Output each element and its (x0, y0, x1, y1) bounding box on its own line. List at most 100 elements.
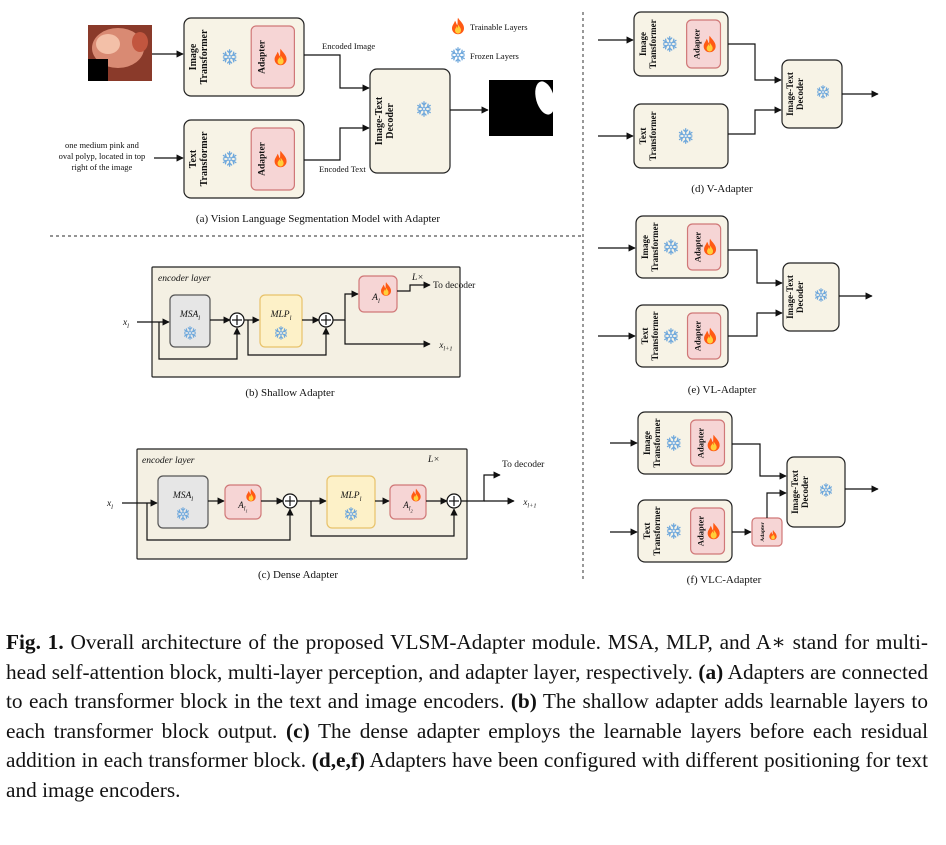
panel-c-adapter-2-label: Al2 (402, 500, 413, 514)
caption-text-4: The dense adapter employs the learnable … (6, 718, 929, 773)
prompt-text-line: one medium pink and (65, 140, 140, 150)
panel-c-to-decoder-label: To decoder (502, 460, 545, 470)
panel-f-decoder-label-line: Image-Text (790, 470, 800, 514)
panel-f-image-transformer-adapter-label-line: Adapter (696, 428, 706, 459)
panel-e-caption: (e) VL-Adapter (688, 384, 757, 396)
panel-a-image-transformer-adapter (250, 25, 295, 89)
panel-f-encoded-text (766, 489, 787, 518)
panel-f-text-transformer-adapter-label: Adapter (696, 516, 706, 547)
panel-a-image-transformer-label-line: Transformer (199, 29, 210, 84)
caption-label-def: (d,e,f) (311, 748, 366, 772)
panel-d-image-transformer-label-line: Image (638, 32, 648, 56)
panel-e-decoder (782, 262, 840, 332)
panel-d-text-transformer-label-line: Text (638, 128, 648, 145)
panel-c-mlp-label: MLPl (340, 491, 362, 503)
prompt-text-line: right of the image (72, 162, 133, 172)
panel-c-adapter-1-label: Al1 (237, 500, 248, 514)
panel-e-text-transformer-label-line: Text (640, 328, 650, 345)
panel-a-text-transformer-label-line: Transformer (199, 131, 210, 186)
panel-b-caption: (b) Shallow Adapter (245, 387, 335, 399)
panel-f-text-transformer-adapter-label-line: Adapter (696, 516, 706, 547)
panel-e-image-transformer-adapter-label-line: Adapter (693, 232, 703, 263)
panel-d-image-transformer-adapter-label-line: Adapter (692, 29, 702, 60)
panel-e-decoder-label-line: Image-Text (785, 275, 795, 319)
panel-e-image-transformer-label-line: Image (640, 235, 650, 259)
panel-e-decoder-label-line: Decoder (795, 281, 805, 313)
panel-b-input-label: xl (122, 318, 129, 330)
panel-b-mlp-label: MLPl (270, 310, 292, 322)
panel-b-residual-1 (158, 322, 241, 360)
panel-e-text-transformer-label-line: Transformer (650, 311, 660, 360)
panel-b-to-decoder-arrow (397, 281, 431, 292)
panel-c-input-label: xl (106, 499, 113, 511)
panel-e-text-transformer-adapter-label: Adapter (693, 321, 703, 352)
polyp-image-mask-corner (88, 59, 108, 81)
panel-a-caption: (a) Vision Language Segmentation Model w… (196, 213, 440, 225)
panel-e-image-transformer-label-line: Transformer (650, 222, 660, 271)
panel-f-text-transformer-adapter (690, 507, 726, 555)
caption-label-a: (a) (698, 659, 724, 684)
panel-d-text-transformer-label-line: Transformer (648, 111, 658, 160)
panel-d-encoded-image (728, 43, 782, 84)
caption-text-1: Overall architecture of the proposed VLS… (6, 630, 928, 684)
polyp-image-highlight (96, 34, 120, 54)
panel-f-text-transformer-label-line: Text (642, 523, 652, 540)
panel-c-encoder-label: encoder layer (142, 456, 195, 466)
arrow-encoded-image (304, 54, 370, 92)
panel-f-image-transformer-adapter-label: Adapter (696, 428, 706, 459)
panel-f-encoded-image (732, 443, 787, 480)
panel-e-image-transformer-adapter-label: Adapter (693, 232, 703, 263)
panel-f-image-transformer-adapter (690, 419, 726, 467)
panel-a-decoder-label-line: Decoder (385, 103, 396, 139)
panel-c-residual-2 (310, 501, 458, 537)
caption-text-2: Adapters are connected to each transform… (6, 659, 928, 714)
panel-c-mlp (326, 475, 376, 529)
panel-b-adapter-label: Al (371, 293, 380, 305)
legend-frozen-label: Frozen Layers (470, 51, 519, 61)
panel-f-text-transformer-label-line: Transformer (652, 506, 662, 555)
panel-c-output-label: xl+1 (522, 497, 536, 510)
panel-d-encoded-text (728, 106, 782, 135)
panel-b-to-adapter (333, 290, 359, 321)
panel-d-image-transformer-adapter-label: Adapter (692, 29, 702, 60)
panel-b-to-decoder-label: To decoder (433, 281, 476, 291)
panel-a-decoder (369, 68, 451, 174)
panel-b-msa-label: MSAl (179, 310, 200, 322)
panel-b-msa (169, 294, 211, 348)
panel-b-encoder-label: encoder layer (158, 274, 211, 284)
prompt-text-line: oval polyp, located in top (59, 151, 146, 161)
panel-f-image-transformer-label-line: Image (642, 431, 652, 455)
panel-d-image-transformer-label-line: Transformer (648, 19, 658, 68)
panel-d-image-transformer-adapter (686, 19, 722, 69)
panel-e-encoded-image (728, 249, 783, 287)
caption-text-3: The shallow adapter adds learnable layer… (6, 689, 928, 743)
panel-a-image-transformer-adapter-label: Adapter (258, 39, 268, 74)
legend-trainable-label: Trainable Layers (470, 22, 528, 32)
panel-a-text-transformer-adapter-label-line: Adapter (258, 141, 268, 176)
panel-d-decoder-label-line: Image-Text (785, 72, 795, 116)
polyp-image-polyp (132, 32, 148, 52)
flame-icon (452, 17, 464, 35)
panel-c-to-decoder-arrow (461, 471, 501, 502)
figure-caption: Fig. 1. Overall architecture of the prop… (6, 628, 928, 805)
caption-label-c: (c) (286, 718, 310, 743)
panel-f-image-transformer-label-line: Transformer (652, 418, 662, 467)
panel-e-encoded-text (728, 309, 783, 337)
panel-f-decoder (786, 456, 846, 528)
panel-d-caption: (d) V-Adapter (691, 183, 753, 195)
caption-text-5: Adapters have been configured with diffe… (6, 748, 928, 802)
panel-f-small-adapter (751, 517, 783, 547)
panel-d-decoder-label-line: Decoder (795, 78, 805, 110)
encoded-text-label: Encoded Text (319, 164, 366, 174)
panel-c-residual-1 (146, 503, 294, 541)
